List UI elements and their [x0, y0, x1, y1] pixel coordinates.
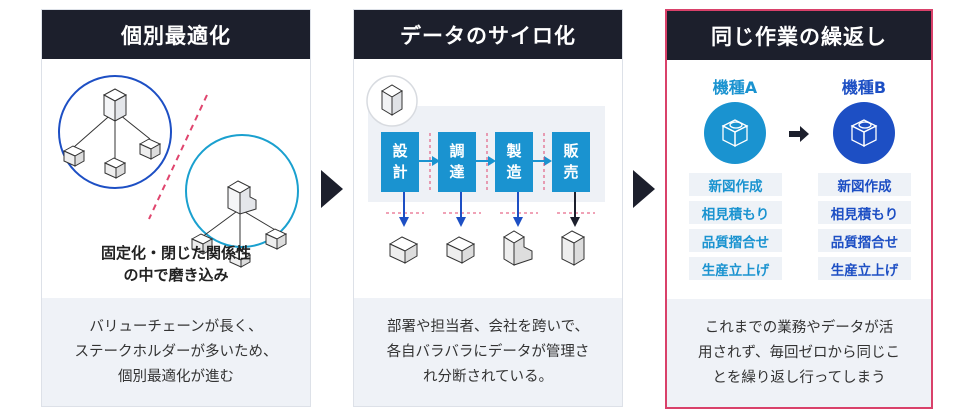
panel-title: 個別最適化 — [42, 10, 310, 59]
panel-individual-optimization: 個別最適化 — [41, 9, 311, 407]
step-label: 計 — [392, 163, 408, 181]
panel-caption: 固定化・閉じた関係性 の中で磨き込み — [100, 244, 251, 284]
task-item: 生産立上げ — [818, 257, 911, 280]
warehouse-icon — [445, 236, 476, 264]
panel-illustration: 設 計 調 達 製 造 販 売 — [354, 59, 622, 298]
machine-glyph — [721, 119, 749, 148]
step-label: 製 — [506, 142, 522, 160]
warehouse-icon — [103, 157, 127, 179]
step-manufacturing: 製 造 — [495, 132, 533, 192]
down-arrow — [456, 192, 466, 227]
model-b-label: 機種B — [841, 78, 887, 97]
down-arrow — [570, 192, 580, 227]
panel-title: データのサイロ化 — [354, 10, 622, 59]
step-label: 調 — [449, 142, 465, 160]
chevron-right-icon — [633, 170, 655, 208]
panel-title: 同じ作業の繰返し — [667, 11, 931, 60]
store-icon — [560, 230, 586, 266]
silo-diagram — [366, 75, 595, 266]
panel-repeated-work: 同じ作業の繰返し 機種A 機種B 新図作成 相見積もり 品質摺 — [665, 9, 933, 409]
divider-line — [148, 94, 208, 220]
warehouse-icon — [190, 233, 214, 255]
step-label: 設 — [392, 142, 408, 160]
down-arrow — [513, 192, 523, 227]
step-label: 売 — [563, 163, 579, 181]
description-text: バリューチェーンが長く、 ステークホルダーが多いため、 個別最適化が進む — [74, 318, 278, 385]
panel-description: 部署や担当者、会社を跨いで、 各自バラバラにデータが管理さ れ分断されている。 — [354, 298, 622, 406]
task-item: 生産立上げ — [689, 257, 782, 280]
network-diagram — [58, 75, 299, 268]
description-text: これまでの業務やデータが活 用されず、毎回ゼロから同じこ とを繰り返し行ってしま… — [698, 319, 900, 386]
flow-arrow — [419, 156, 440, 166]
office-building-icon — [366, 75, 418, 127]
panel-description: これまでの業務やデータが活 用されず、毎回ゼロから同じこ とを繰り返し行ってしま… — [667, 299, 931, 407]
machine-icon — [704, 102, 766, 164]
step-design: 設 計 — [381, 132, 419, 192]
headquarters-network-icon — [58, 75, 172, 189]
flow-arrow — [532, 156, 552, 166]
step-procurement: 調 達 — [438, 132, 476, 192]
task-item: 新図作成 — [818, 173, 911, 196]
branch-building-icon — [226, 180, 257, 215]
machine-glyph — [850, 119, 878, 148]
step-sales: 販 売 — [552, 132, 590, 192]
down-arrow — [399, 192, 409, 227]
step-label: 達 — [449, 163, 465, 181]
task-item: 相見積もり — [689, 201, 782, 224]
warehouse-icon — [62, 145, 86, 167]
task-item: 品質摺合せ — [689, 229, 782, 252]
panel-illustration: 固定化・閉じた関係性 の中で磨き込み — [42, 59, 310, 298]
chevron-right-icon — [321, 170, 343, 208]
task-item: 相見積もり — [818, 201, 911, 224]
flow-arrow — [475, 156, 496, 166]
hq-building-icon — [102, 88, 128, 122]
step-label: 造 — [506, 163, 522, 181]
warehouse-icon — [138, 138, 162, 160]
task-item: 品質摺合せ — [818, 229, 911, 252]
panel-description: バリューチェーンが長く、 ステークホルダーが多いため、 個別最適化が進む — [42, 298, 310, 406]
factory-icon — [503, 230, 533, 266]
panel-data-silo: データのサイロ化 — [353, 9, 623, 407]
panel-illustration: 機種A 機種B 新図作成 相見積もり 品質摺合せ 生産立上げ — [667, 60, 931, 299]
model-a-label: 機種A — [712, 78, 758, 97]
task-item: 新図作成 — [689, 173, 782, 196]
step-label: 販 — [563, 142, 579, 160]
description-text: 部署や担当者、会社を跨いで、 各自バラバラにデータが管理さ れ分断されている。 — [386, 318, 590, 385]
warehouse-icon — [264, 228, 288, 250]
branch-network-icon — [185, 134, 299, 268]
arrow-right-icon — [789, 126, 809, 142]
warehouse-icon — [228, 249, 252, 268]
warehouse-icon — [388, 236, 419, 264]
machine-icon — [833, 102, 895, 164]
